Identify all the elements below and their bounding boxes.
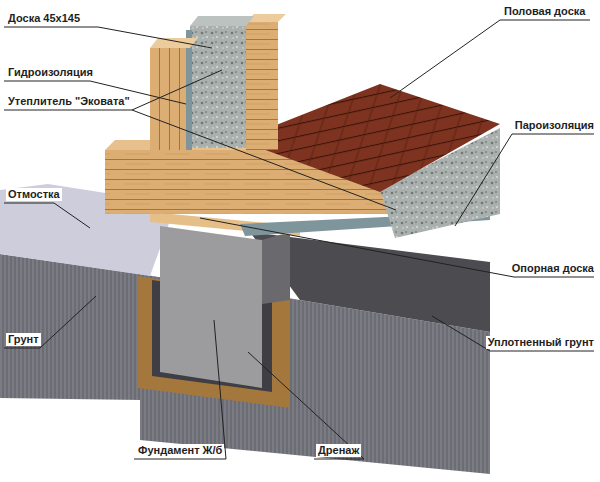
callout-label: Половая доска [502,5,587,18]
callout-label: Гидроизоляция [6,66,95,79]
callout-label: Доска 45х145 [6,12,82,25]
callout-label: Отмостка [6,188,62,201]
callout-label: Опорная доска [510,262,596,275]
leader-lines [4,20,594,459]
callout-label: Пароизоляция [513,119,596,132]
callout-label: Грунт [6,333,41,346]
callout-label: Уплотненный грунт [486,336,596,349]
callout-label: Утеплитель "Эковата" [6,95,132,108]
callout-label: Дренаж [316,444,361,457]
callout-label: Фундамент Ж/б [136,444,224,457]
